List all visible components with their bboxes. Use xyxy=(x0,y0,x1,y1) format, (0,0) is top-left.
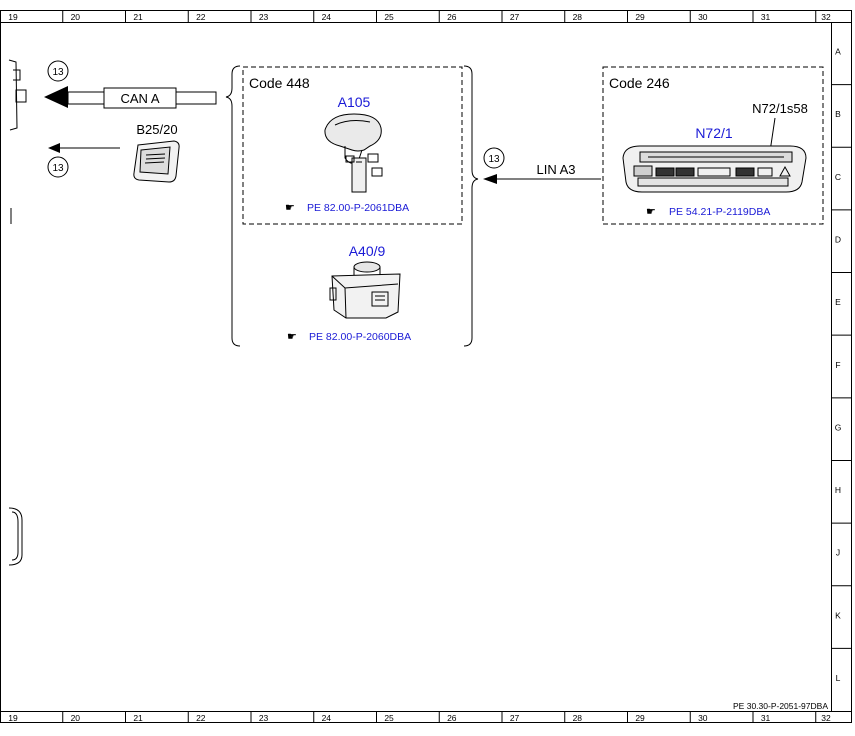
connector-marker-can: 13 xyxy=(47,60,69,82)
top-column-ruler: 19 20 21 22 23 24 25 26 27 28 29 30 31 32 xyxy=(8,11,831,22)
a105-reference: ☛ PE 82.00-P-2061DBA xyxy=(285,202,409,214)
column-number-label: 31 xyxy=(761,12,771,22)
n72-1s58-label: N72/1s58 xyxy=(752,101,808,116)
column-number-label: 29 xyxy=(635,12,645,22)
code-246-label: Code 246 xyxy=(609,75,670,91)
svg-text:13: 13 xyxy=(488,154,500,165)
code-448-dashed-box xyxy=(242,66,463,225)
column-number-label: 23 xyxy=(259,713,269,723)
b25-20-sensor-icon xyxy=(133,140,180,183)
b25-signal-arrow xyxy=(48,143,120,153)
n72-1-control-panel-icon xyxy=(622,145,807,193)
lin-a3-label: LIN A3 xyxy=(536,162,575,177)
hand-pointer-icon: ☛ xyxy=(287,331,297,343)
column-number-label: 28 xyxy=(573,713,583,723)
row-letter-label: J xyxy=(836,548,840,558)
hand-pointer-icon: ☛ xyxy=(646,206,656,218)
b25-20-label: B25/20 xyxy=(136,122,177,137)
column-number-label: 24 xyxy=(322,12,332,22)
column-number-label: 20 xyxy=(71,12,81,22)
row-letter-label: B xyxy=(835,109,841,119)
row-letter-label: G xyxy=(835,422,842,432)
a105-reference-link[interactable]: PE 82.00-P-2061DBA xyxy=(307,202,409,214)
row-letter-label: K xyxy=(835,610,841,620)
column-number-label: 30 xyxy=(698,713,708,723)
column-number-label: 22 xyxy=(196,713,206,723)
hand-pointer-icon: ☛ xyxy=(285,202,295,214)
can-a-label: CAN A xyxy=(120,91,159,106)
row-letter-label: H xyxy=(835,485,841,495)
right-row-ruler: A B C D E F G H J K L xyxy=(831,47,852,683)
a40-9-reference: ☛ PE 82.00-P-2060DBA xyxy=(287,331,411,343)
column-number-label: 20 xyxy=(71,713,81,723)
column-number-label: 25 xyxy=(384,12,394,22)
can-a-signal-arrow: CAN A xyxy=(44,86,217,109)
column-number-label: 31 xyxy=(761,713,771,723)
row-letter-label: C xyxy=(835,172,841,182)
column-number-label: 19 xyxy=(8,12,18,22)
a40-9-code: A40/9 xyxy=(349,243,386,259)
column-number-label: 26 xyxy=(447,713,457,723)
a105-selector-lever-icon xyxy=(324,113,383,193)
lin-a3-signal-arrow xyxy=(483,174,601,184)
column-number-label: 27 xyxy=(510,12,520,22)
code-246-dashed-box xyxy=(602,66,824,225)
column-number-label: 26 xyxy=(447,12,457,22)
column-number-label: 21 xyxy=(133,12,143,22)
column-number-label: 23 xyxy=(259,12,269,22)
column-number-label: 28 xyxy=(573,12,583,22)
n72-1-reference: ☛ PE 54.21-P-2119DBA xyxy=(646,206,770,218)
n72-1-code: N72/1 xyxy=(695,125,733,141)
column-number-label: 30 xyxy=(698,12,708,22)
cropped-connector-left xyxy=(8,59,27,566)
sheet-reference-id: PE 30.30-P-2051-97DBA xyxy=(733,701,828,711)
column-number-label: 32 xyxy=(821,713,831,723)
column-number-label: 24 xyxy=(322,713,332,723)
column-number-label: 25 xyxy=(384,713,394,723)
a40-9-reference-link[interactable]: PE 82.00-P-2060DBA xyxy=(309,331,411,343)
a105-code: A105 xyxy=(338,94,371,110)
row-letter-label: D xyxy=(835,234,841,244)
column-number-label: 19 xyxy=(8,713,18,723)
row-letter-label: L xyxy=(836,673,841,683)
n72-1-reference-link[interactable]: PE 54.21-P-2119DBA xyxy=(669,206,770,218)
column-number-label: 21 xyxy=(133,713,143,723)
sheet-frame xyxy=(0,10,852,723)
column-number-label: 29 xyxy=(635,713,645,723)
bottom-column-ruler: 19 20 21 22 23 24 25 26 27 28 29 30 31 32 xyxy=(8,712,831,723)
column-number-label: 32 xyxy=(821,12,831,22)
svg-text:13: 13 xyxy=(52,67,64,78)
connector-marker-b25: 13 xyxy=(47,156,69,178)
connector-marker-lin: 13 xyxy=(483,147,505,169)
row-letter-label: A xyxy=(835,47,841,57)
column-number-label: 22 xyxy=(196,12,206,22)
code-448-label: Code 448 xyxy=(249,75,310,91)
code-448-brace xyxy=(225,65,479,347)
row-letter-label: E xyxy=(835,297,841,307)
row-letter-label: F xyxy=(835,360,840,370)
column-number-label: 27 xyxy=(510,713,520,723)
svg-text:13: 13 xyxy=(52,163,64,174)
a40-9-module-icon xyxy=(329,261,401,319)
